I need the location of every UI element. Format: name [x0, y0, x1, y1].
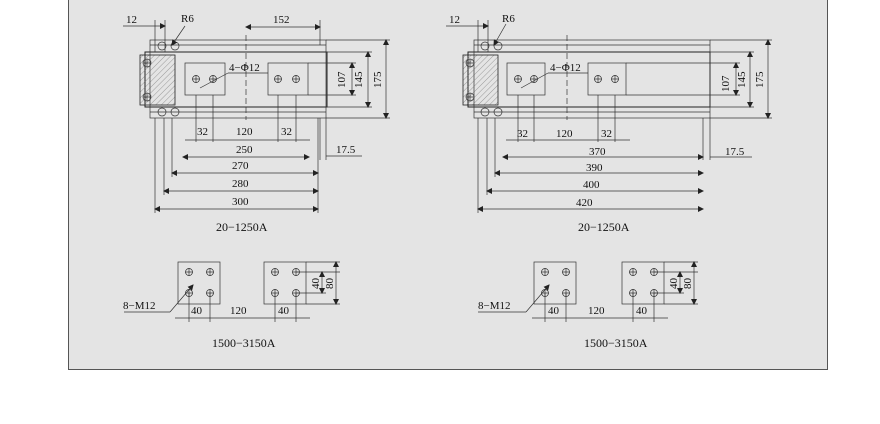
- dim-17-5: 17.5: [336, 144, 356, 156]
- b-40b-right: 40: [636, 305, 648, 317]
- dim-270: 270: [232, 160, 249, 172]
- dim-107-r: 107: [720, 75, 732, 92]
- dim-32b-r: 32: [601, 128, 612, 140]
- dim-12-r: 12: [449, 14, 460, 26]
- b-80v-right: 80: [682, 278, 694, 290]
- dim-400: 400: [583, 179, 600, 191]
- dim-12: 12: [126, 14, 137, 26]
- dim-420: 420: [576, 197, 593, 209]
- bolt-label-right: 8−M12: [478, 300, 510, 312]
- caption-top-right: 20−1250A: [578, 220, 630, 234]
- dim-175-r: 175: [754, 71, 766, 88]
- hole-label: 4−Φ12: [229, 62, 260, 74]
- b-40v-right: 40: [668, 278, 680, 290]
- dim-152: 152: [273, 14, 290, 26]
- b-40b-left: 40: [278, 305, 290, 317]
- dim-32a: 32: [197, 126, 208, 138]
- dim-370: 370: [589, 146, 606, 158]
- dim-280: 280: [232, 178, 249, 190]
- dim-32a-r: 32: [517, 128, 528, 140]
- drawing-panel: [68, 0, 828, 370]
- dim-17-5-r: 17.5: [725, 146, 745, 158]
- b-40v-left: 40: [310, 278, 322, 290]
- dim-r6-r: R6: [502, 13, 515, 25]
- dim-120-r: 120: [556, 128, 573, 140]
- dim-145-r: 145: [736, 71, 748, 88]
- dim-120: 120: [236, 126, 253, 138]
- right-bolt-pattern: 8−M12 40 120 40 40 80 1500−3150A: [478, 261, 698, 350]
- dim-300: 300: [232, 196, 249, 208]
- dim-145: 145: [353, 71, 365, 88]
- caption-bottom-right: 1500−3150A: [584, 336, 648, 350]
- b-120-left: 120: [230, 305, 247, 317]
- dim-175: 175: [372, 71, 384, 88]
- dim-32b: 32: [281, 126, 292, 138]
- dim-250: 250: [236, 144, 253, 156]
- right-dimensions: 12 R6 4−Φ12 107 145 175 32 120 32 370 17…: [446, 13, 772, 234]
- left-top-view: [139, 35, 328, 120]
- b-40a-left: 40: [191, 305, 203, 317]
- left-dimensions: 12 R6 152 4−Φ12 107 145 175 32 120 32 25…: [123, 13, 390, 234]
- b-80v-left: 80: [324, 278, 336, 290]
- b-120-right: 120: [588, 305, 605, 317]
- right-top-view: [462, 35, 711, 120]
- dim-390: 390: [586, 162, 603, 174]
- hole-label-r: 4−Φ12: [550, 62, 581, 74]
- left-bolt-pattern: 8−M12 40 120 40 40 80 1500−3150A: [123, 261, 340, 350]
- caption-top-left: 20−1250A: [216, 220, 268, 234]
- b-40a-right: 40: [548, 305, 560, 317]
- dim-107: 107: [336, 71, 348, 88]
- caption-bottom-left: 1500−3150A: [212, 336, 276, 350]
- dim-r6: R6: [181, 13, 194, 25]
- bolt-label-left: 8−M12: [123, 300, 155, 312]
